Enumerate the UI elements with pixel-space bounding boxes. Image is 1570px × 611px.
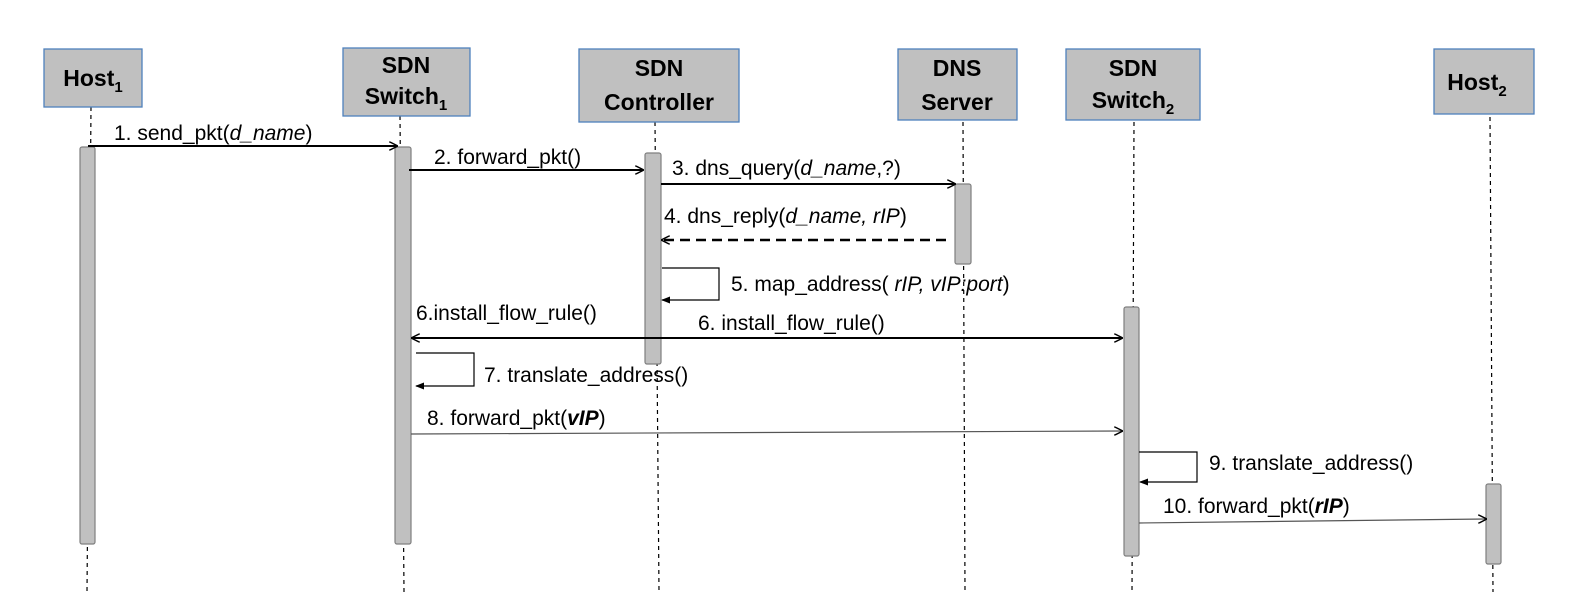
participant-dns-line1: DNS <box>933 55 982 81</box>
message-6b-label: 6. install_flow_rule() <box>698 312 885 335</box>
message-10-arrow <box>1138 519 1486 524</box>
message-10-label: 10. forward_pkt(rIP) <box>1163 495 1350 518</box>
participant-switch1-line1: SDN <box>382 52 431 78</box>
message-3: 3. dns_query(d_name,?) <box>661 157 955 184</box>
message-1-label: 1. send_pkt(d_name) <box>114 122 312 145</box>
activation-host1 <box>79 146 96 545</box>
message-6a-label: 6.install_flow_rule() <box>416 302 597 325</box>
participant-switch2-line1: SDN <box>1109 55 1158 81</box>
participant-switch2: SDN Switch2 <box>1065 48 1201 121</box>
activation-switch1 <box>394 146 412 545</box>
activation-dns <box>954 183 972 265</box>
message-7: 7. translate_address() <box>415 352 688 390</box>
activations <box>79 146 1502 565</box>
participant-controller: SDN Controller <box>578 48 740 123</box>
message-8-arrow <box>410 431 1122 434</box>
message-4: 4. dns_reply(d_name, rIP) <box>662 205 946 240</box>
participant-switch2-line2: Switch2 <box>1092 87 1174 118</box>
participant-host2-label: Host2 <box>1447 69 1506 100</box>
message-6: 6.install_flow_rule() 6. install_flow_ru… <box>412 302 1122 338</box>
message-8-label: 8. forward_pkt(vIP) <box>427 407 606 430</box>
message-9-label: 9. translate_address() <box>1209 452 1413 475</box>
message-7-label: 7. translate_address() <box>484 364 688 387</box>
message-9-arrow <box>1139 451 1198 486</box>
activation-switch2 <box>1123 306 1140 557</box>
participant-switch1-line2: Switch1 <box>365 83 447 114</box>
participant-controller-line1: SDN <box>635 55 684 81</box>
message-5: 5. map_address( rIP, vIP:port) <box>661 267 1010 304</box>
message-2-label: 2. forward_pkt() <box>434 146 581 169</box>
participant-host1-label: Host1 <box>63 65 122 96</box>
message-5-label: 5. map_address( rIP, vIP:port) <box>731 273 1010 296</box>
message-3-label: 3. dns_query(d_name,?) <box>672 157 901 180</box>
participant-dns-line2: Server <box>921 89 993 115</box>
participant-dns: DNS Server <box>897 48 1018 121</box>
activation-controller <box>644 152 662 365</box>
message-2: 2. forward_pkt() <box>409 146 643 170</box>
participant-host2: Host2 <box>1433 48 1535 115</box>
message-1: 1. send_pkt(d_name) <box>88 122 397 146</box>
lifeline-dns <box>962 121 966 593</box>
message-10: 10. forward_pkt(rIP) <box>1138 495 1486 524</box>
participant-controller-line2: Controller <box>604 89 714 115</box>
activation-host2 <box>1485 483 1502 565</box>
message-4-label: 4. dns_reply(d_name, rIP) <box>664 205 907 228</box>
message-7-arrow <box>415 352 475 390</box>
message-9: 9. translate_address() <box>1139 451 1413 486</box>
message-8: 8. forward_pkt(vIP) <box>410 407 1122 434</box>
participant-host1: Host1 <box>43 48 143 108</box>
message-5-arrow <box>661 267 720 304</box>
participant-switch1: SDN Switch1 <box>342 47 471 117</box>
